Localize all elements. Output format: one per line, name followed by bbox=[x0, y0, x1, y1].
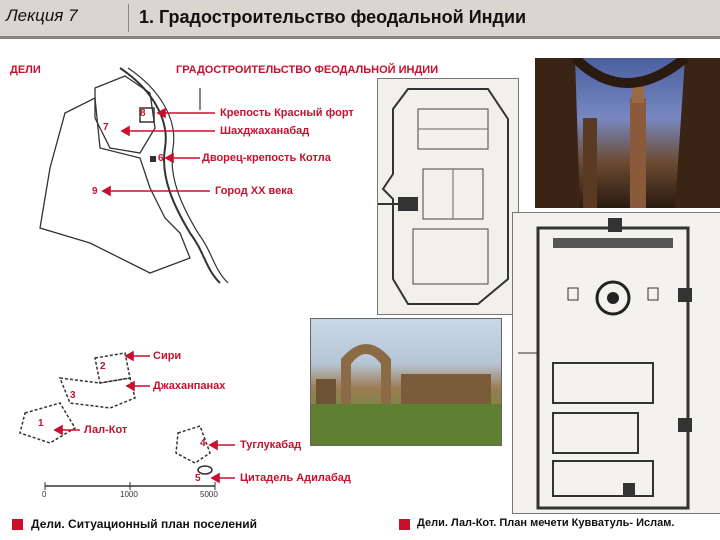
map-number-9: 9 bbox=[92, 186, 98, 197]
map-number-3: 3 bbox=[70, 390, 76, 401]
river-bank bbox=[127, 67, 229, 284]
label-arrows bbox=[53, 107, 235, 484]
label-siri: Сири bbox=[153, 350, 182, 362]
mosque-plan-image bbox=[512, 212, 720, 514]
map-number-5: 5 bbox=[195, 473, 201, 484]
adilabad-outline bbox=[197, 465, 213, 475]
lalkot-outline bbox=[19, 402, 77, 444]
caption-right-bullet bbox=[399, 519, 410, 530]
map-title-left: ДЕЛИ bbox=[10, 64, 41, 76]
scale-label-zero: 0 bbox=[42, 490, 47, 499]
map-number-8: 8 bbox=[140, 108, 146, 119]
palace-plan-drawing bbox=[378, 88, 509, 305]
caption-right: Дели. Лал-Кот. План мечети Кувватуль- Ис… bbox=[417, 517, 675, 529]
city-outline-9 bbox=[39, 96, 191, 274]
palace-plan-image bbox=[377, 78, 519, 315]
header-bar: Лекция 7 1. Градостроительство феодально… bbox=[0, 0, 720, 39]
header-divider bbox=[128, 4, 129, 32]
caption-left-bullet bbox=[12, 519, 23, 530]
jahanpanah-outline bbox=[58, 377, 136, 409]
map-number-4: 4 bbox=[200, 438, 206, 449]
delhi-map bbox=[19, 67, 235, 490]
map-number-1: 1 bbox=[38, 418, 44, 429]
map-number-6: 6 bbox=[158, 153, 164, 164]
city-outline-7 bbox=[94, 75, 156, 154]
label-adilabad: Цитадель Адилабад bbox=[240, 472, 351, 484]
map-title-right: ГРАДОСТРОИТЕЛЬСТВО ФЕОДАЛЬНОЙ ИНДИИ bbox=[176, 64, 439, 76]
label-lal-kot: Лал-Кот bbox=[84, 424, 128, 436]
scale-label-end: 5000 bbox=[200, 490, 218, 499]
label-kotla: Дворец-крепость Котла bbox=[202, 152, 331, 164]
red-fort-square bbox=[139, 107, 155, 123]
kotla-square bbox=[150, 156, 156, 162]
qutub-minar-photo bbox=[535, 58, 720, 208]
map-number-7: 7 bbox=[103, 122, 109, 133]
scale-label-mid: 1000 bbox=[120, 490, 138, 499]
mosque-plan-drawing bbox=[518, 218, 692, 510]
map-number-2: 2 bbox=[100, 361, 106, 372]
ruins-drawing bbox=[311, 344, 501, 445]
slide-title: 1. Градостроительство феодальной Индии bbox=[139, 7, 527, 27]
caption-left: Дели. Ситуационный план поселений bbox=[31, 517, 258, 531]
ruins-photo bbox=[310, 318, 502, 446]
river bbox=[119, 67, 221, 284]
label-jahanpanah: Джаханпанах bbox=[153, 380, 226, 392]
label-red-fort: Крепость Красный форт bbox=[220, 107, 354, 119]
label-shahjahanabad: Шахджаханабад bbox=[220, 125, 310, 137]
tughlakabad-outline bbox=[175, 425, 211, 464]
lecture-label: Лекция 7 bbox=[6, 6, 78, 25]
qutub-minar-drawing bbox=[535, 58, 720, 208]
label-city-xx: Город XX века bbox=[215, 185, 293, 197]
label-tughlakabad: Туглукабад bbox=[240, 439, 302, 451]
